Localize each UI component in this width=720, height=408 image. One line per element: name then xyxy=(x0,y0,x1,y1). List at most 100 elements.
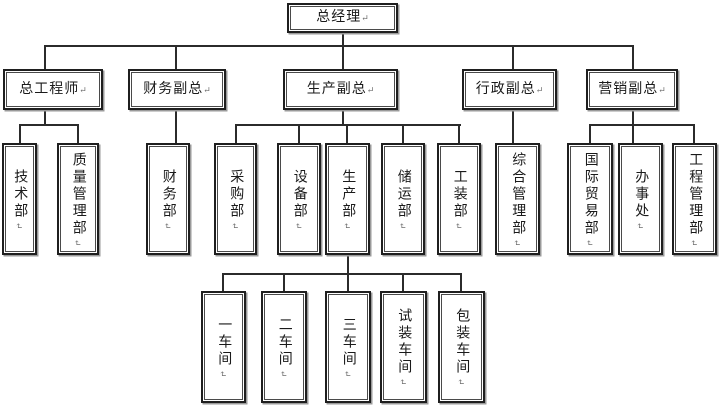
node-production-dept: 生产部↵ xyxy=(325,143,370,255)
node-finance-vp: 财务副总↵ xyxy=(128,69,226,110)
connector xyxy=(235,126,237,143)
connector xyxy=(347,275,349,291)
node-label: 采购部↵ xyxy=(228,168,244,230)
node-general-mgmt-dept: 综合管理部↵ xyxy=(495,143,540,255)
node-general-manager: 总经理↵ xyxy=(287,3,398,33)
node-production-vp: 生产副总↵ xyxy=(283,69,398,110)
paragraph-mark: ↵ xyxy=(658,84,666,95)
connector xyxy=(175,110,177,143)
node-label: 技术部↵ xyxy=(12,168,28,230)
connector xyxy=(346,126,348,143)
node-label: 办事处↵ xyxy=(633,168,649,230)
node-label: 试装车间↵ xyxy=(396,308,412,386)
node-label: 财务部↵ xyxy=(160,168,176,230)
node-intl-trade-dept: 国际贸易部↵ xyxy=(567,143,613,255)
connector xyxy=(458,126,460,143)
node-label: 质量管理部↵ xyxy=(70,151,86,247)
paragraph-mark: ↵ xyxy=(453,221,464,230)
paragraph-mark: ↵ xyxy=(218,369,229,378)
node-label: 总工程师↵ xyxy=(19,81,87,97)
node-technology-dept: 技术部↵ xyxy=(2,143,37,255)
node-label: 生产副总↵ xyxy=(306,81,375,97)
paragraph-mark: ↵ xyxy=(512,238,523,247)
connector xyxy=(589,126,591,143)
connector xyxy=(342,33,344,46)
node-equipment-dept: 设备部↵ xyxy=(277,143,321,255)
connector xyxy=(589,124,695,126)
paragraph-mark: ↵ xyxy=(361,13,369,24)
connector xyxy=(44,45,634,47)
node-label: 三车间↵ xyxy=(340,316,356,378)
paragraph-mark: ↵ xyxy=(278,369,289,378)
node-eng-mgmt-dept: 工程管理部↵ xyxy=(672,143,717,255)
connector xyxy=(347,255,349,274)
connector xyxy=(693,126,695,143)
node-storage-transport-dept: 储运部↵ xyxy=(381,143,425,255)
connector xyxy=(632,46,634,69)
connector xyxy=(235,124,461,126)
connector xyxy=(298,126,300,143)
connector xyxy=(460,275,462,291)
node-workshop-3: 三车间↵ xyxy=(325,291,371,403)
paragraph-mark: ↵ xyxy=(293,221,304,230)
connector xyxy=(342,110,344,126)
connector xyxy=(402,275,404,291)
connector xyxy=(342,46,344,69)
paragraph-mark: ↵ xyxy=(397,221,408,230)
paragraph-mark: ↵ xyxy=(689,238,700,247)
paragraph-mark: ↵ xyxy=(162,221,173,230)
node-label: 包装车间↵ xyxy=(454,308,470,386)
node-label: 二车间↵ xyxy=(276,316,292,378)
paragraph-mark: ↵ xyxy=(342,221,353,230)
paragraph-mark: ↵ xyxy=(72,238,83,247)
paragraph-mark: ↵ xyxy=(14,221,25,230)
paragraph-mark: ↵ xyxy=(203,84,211,95)
node-marketing-vp: 营销副总↵ xyxy=(586,69,678,110)
paragraph-mark: ↵ xyxy=(342,369,353,378)
node-label: 生产部↵ xyxy=(340,168,356,230)
node-quality-mgmt-dept: 质量管理部↵ xyxy=(57,143,99,255)
node-label: 营销副总↵ xyxy=(598,81,666,97)
node-label: 国际贸易部↵ xyxy=(582,151,598,247)
paragraph-mark: ↵ xyxy=(635,221,646,230)
node-office: 办事处↵ xyxy=(618,143,663,255)
paragraph-mark: ↵ xyxy=(230,221,241,230)
paragraph-mark: ↵ xyxy=(456,378,467,386)
node-label: 行政副总↵ xyxy=(475,81,544,97)
paragraph-mark: ↵ xyxy=(535,84,544,95)
connector xyxy=(175,46,177,69)
node-label: 工程管理部↵ xyxy=(687,151,703,247)
node-workshop-2: 二车间↵ xyxy=(261,291,307,403)
connector xyxy=(77,126,79,143)
connector xyxy=(44,110,46,126)
paragraph-mark: ↵ xyxy=(584,238,595,247)
paragraph-mark: ↵ xyxy=(79,84,87,95)
node-label: 总经理↵ xyxy=(316,10,369,26)
node-label: 储运部↵ xyxy=(395,168,411,230)
connector xyxy=(512,46,514,69)
connector xyxy=(283,275,285,291)
node-chief-engineer: 总工程师↵ xyxy=(3,69,103,110)
connector xyxy=(19,126,21,143)
connector xyxy=(44,46,46,69)
node-trial-assembly-workshop: 试装车间↵ xyxy=(380,291,427,403)
node-label: 设备部↵ xyxy=(291,168,307,230)
node-purchasing-dept: 采购部↵ xyxy=(214,143,257,255)
node-finance-dept: 财务部↵ xyxy=(146,143,190,255)
connector xyxy=(632,126,634,143)
node-label: 财务副总↵ xyxy=(143,81,211,97)
connector xyxy=(632,110,634,126)
node-admin-vp: 行政副总↵ xyxy=(462,69,557,110)
node-workshop-1: 一车间↵ xyxy=(201,291,246,403)
connector xyxy=(402,126,404,143)
connector xyxy=(222,275,224,291)
node-label: 一车间↵ xyxy=(216,316,232,378)
paragraph-mark: ↵ xyxy=(398,378,409,386)
connector xyxy=(19,124,79,126)
node-label: 工装部↵ xyxy=(451,168,467,230)
connector xyxy=(512,110,514,143)
paragraph-mark: ↵ xyxy=(366,84,375,95)
node-packaging-workshop: 包装车间↵ xyxy=(438,291,485,403)
node-label: 综合管理部↵ xyxy=(510,151,526,247)
node-tooling-dept: 工装部↵ xyxy=(437,143,481,255)
